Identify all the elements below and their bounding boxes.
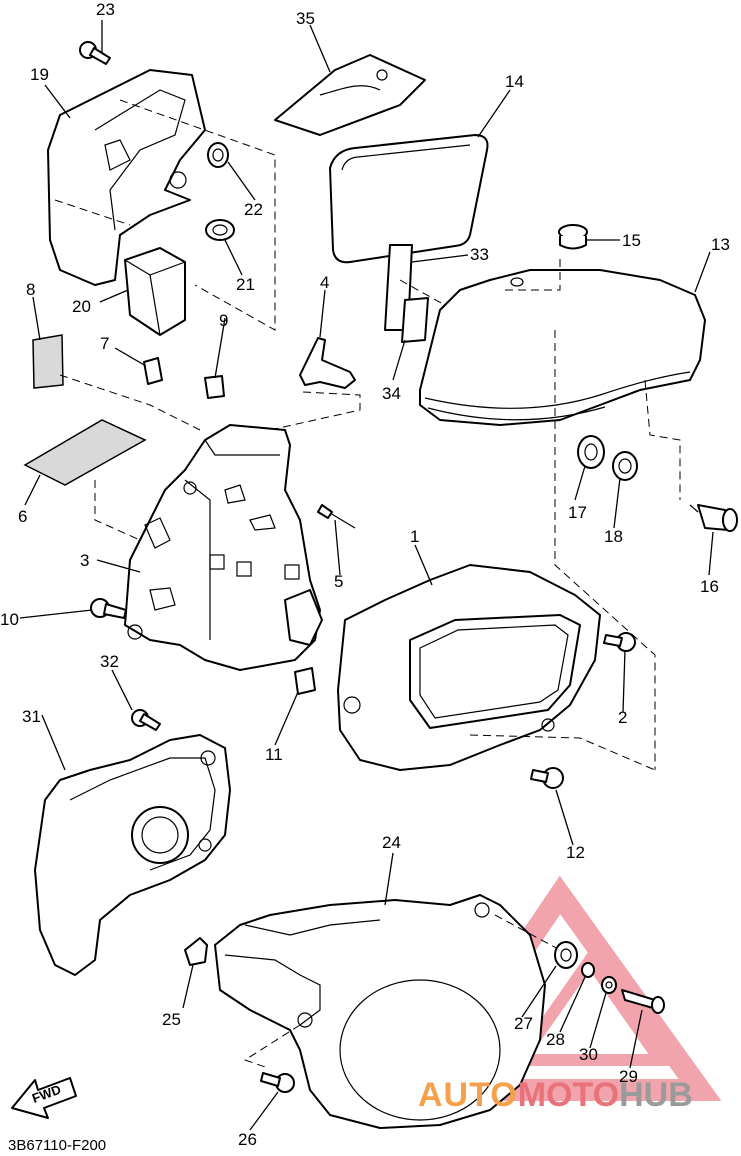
part-16-valve <box>689 504 738 532</box>
part-31-cover <box>34 734 231 976</box>
callout-23: 23 <box>96 0 115 19</box>
part-25-clip <box>184 937 208 966</box>
diagram-code: 3B67110-F200 <box>8 1137 106 1154</box>
part-30-washer <box>601 976 617 994</box>
part-14-side-panel <box>329 134 489 264</box>
callout-35: 35 <box>296 9 315 28</box>
part-2-bolt <box>603 632 636 652</box>
part-26-bolt <box>260 1072 295 1093</box>
callout-18: 18 <box>604 527 623 546</box>
part-21-grommet <box>205 219 235 241</box>
callout-15: 15 <box>622 231 641 250</box>
leader-lines <box>19 20 714 1131</box>
callout-25: 25 <box>162 1010 181 1029</box>
callout-7: 7 <box>100 334 109 353</box>
part-6-sheet <box>23 419 147 486</box>
part-34-strip <box>401 297 429 343</box>
callout-9: 9 <box>219 311 228 330</box>
callout-17: 17 <box>568 503 587 522</box>
callout-2: 2 <box>618 708 627 727</box>
callout-34: 34 <box>382 384 401 403</box>
callout-22: 22 <box>244 200 263 219</box>
part-35-plate <box>274 54 426 136</box>
watermark-text: AUTOMOTOHUB <box>418 1076 693 1114</box>
part-1-side-cover <box>337 564 656 771</box>
callout-20: 20 <box>72 297 91 316</box>
callout-24: 24 <box>382 833 401 852</box>
callout-8: 8 <box>26 280 35 299</box>
part-32-bolt <box>131 709 161 731</box>
callout-13: 13 <box>711 235 730 254</box>
part-18-grommet <box>612 451 638 481</box>
callout-labels: 23 19 35 14 15 13 33 34 22 21 20 4 8 7 9… <box>0 0 730 1149</box>
callout-16: 16 <box>700 577 719 596</box>
part-29-bolt <box>621 989 665 1014</box>
part-17-nut <box>577 435 605 469</box>
callout-33: 33 <box>470 245 489 264</box>
callout-6: 6 <box>18 507 27 526</box>
part-15-cap <box>558 224 588 250</box>
callout-19: 19 <box>30 65 49 84</box>
part-9-clip <box>204 375 225 399</box>
part-10-bolt <box>90 598 127 619</box>
callout-4: 4 <box>320 273 329 292</box>
part-13-tank <box>419 255 706 770</box>
part-19-side-cover <box>47 69 276 331</box>
part-5-screw <box>317 504 356 529</box>
callout-3: 3 <box>80 551 89 570</box>
callout-28: 28 <box>546 1030 565 1049</box>
fwd-arrow-icon: FWD <box>11 1077 77 1119</box>
part-7-clip <box>143 357 163 385</box>
callout-1: 1 <box>410 527 419 546</box>
callout-11: 11 <box>265 745 283 764</box>
part-12-bolt <box>530 767 564 789</box>
callout-31: 31 <box>22 707 41 726</box>
callout-29: 29 <box>619 1067 638 1086</box>
part-27-grommet <box>554 941 578 969</box>
callout-27: 27 <box>514 1014 533 1033</box>
part-11-clip <box>294 667 316 695</box>
callout-32: 32 <box>100 652 119 671</box>
callout-10: 10 <box>0 610 19 629</box>
callout-12: 12 <box>566 843 585 862</box>
part-4-bracket <box>269 337 361 431</box>
part-22-grommet <box>207 142 229 168</box>
callout-21: 21 <box>236 275 255 294</box>
part-20-damper <box>124 247 186 336</box>
part-28-collar <box>581 962 595 978</box>
part-23-bolt <box>79 41 111 65</box>
part-3-battery-box <box>124 424 323 671</box>
part-8-pad <box>32 334 64 389</box>
callout-30: 30 <box>579 1045 598 1064</box>
watermark-logo: AUTOMOTOHUB <box>418 1076 693 1114</box>
callout-14: 14 <box>505 72 524 91</box>
callout-26: 26 <box>238 1130 257 1149</box>
callout-5: 5 <box>334 572 343 591</box>
part-24-case-cover <box>214 894 561 1129</box>
